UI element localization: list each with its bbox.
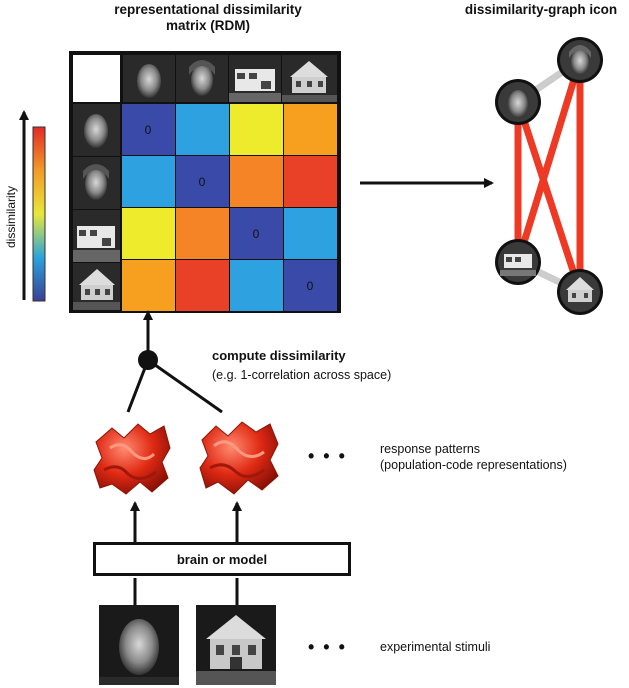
stimulus-house-victorian — [196, 605, 276, 685]
rdm-row-face-male — [73, 104, 120, 156]
rdm-row-house-victorian — [73, 263, 120, 310]
rdm-cell-2-3 — [284, 208, 337, 259]
edge-male-house — [514, 100, 584, 294]
rdm-cell-0-1 — [176, 104, 229, 155]
rdm-cell-3-1 — [176, 260, 229, 311]
rdm-cell-1-3 — [284, 156, 337, 207]
rdm-cell-2-1 — [176, 208, 229, 259]
rdm-corner — [73, 55, 120, 102]
rdm-zero-label: 0 — [307, 279, 314, 293]
rdm-header-building-modern — [229, 55, 281, 102]
response-label-line2: (population-code representations) — [380, 458, 567, 472]
rdm-zero-label: 0 — [145, 123, 152, 137]
rdm-title-line2: matrix (RDM) — [165, 18, 250, 33]
response-pattern-2 — [199, 421, 279, 495]
colorbar-label: dissimilarity — [4, 186, 18, 249]
response-pattern-1 — [93, 423, 171, 495]
response-label: response patterns (population-code repre… — [380, 441, 567, 473]
rdm-row-building-modern — [73, 210, 120, 262]
brain-or-model-box: brain or model — [93, 542, 351, 576]
rdm-matrix: 0 0 0 0 — [69, 51, 341, 313]
rdm-cells: 0 0 0 0 — [122, 104, 337, 311]
rdm-cell-2-0 — [122, 208, 175, 259]
node-house-victorian — [557, 269, 603, 315]
compute-subtitle: (e.g. 1-correlation across space) — [212, 368, 392, 382]
rdm-cell-2-2 — [230, 208, 283, 259]
node-building-modern — [495, 239, 541, 285]
rdm-title-line1: representational dissimilarity — [114, 2, 302, 17]
response-label-line1: response patterns — [380, 442, 481, 456]
rdm-zero-label: 0 — [199, 175, 206, 189]
edge-female-building — [514, 58, 584, 264]
node-face-female — [557, 37, 603, 83]
rdm-cell-1-0 — [122, 156, 175, 207]
rdm-cell-0-0 — [122, 104, 175, 155]
rdm-header-house-victorian — [282, 55, 337, 102]
rdm-zero-label: 0 — [253, 227, 260, 241]
ellipsis-stimuli: • • • — [308, 637, 347, 657]
rdm-cell-1-1 — [176, 156, 229, 207]
rdm-cell-3-2 — [230, 260, 283, 311]
rdm-title: representational dissimilarity matrix (R… — [78, 2, 338, 34]
stimuli-label: experimental stimuli — [380, 640, 491, 654]
stimulus-face-male — [99, 605, 179, 685]
compute-title: compute dissimilarity — [212, 348, 346, 363]
compute-branch-right — [147, 358, 223, 414]
rdm-row-face-female — [73, 157, 120, 209]
rdm-cell-3-3 — [284, 260, 337, 311]
colorbar-gradient — [32, 126, 46, 302]
ellipsis-response: • • • — [308, 446, 347, 466]
rdm-cell-0-2 — [230, 104, 283, 155]
rdm-cell-0-3 — [284, 104, 337, 155]
compute-node — [126, 310, 223, 414]
compute-branch-left — [126, 359, 150, 413]
rdm-cell-3-0 — [122, 260, 175, 311]
graph-title: dissimilarity-graph icon — [464, 2, 618, 17]
node-face-male — [495, 79, 541, 125]
brain-or-model-label: brain or model — [176, 551, 268, 567]
rdm-cell-1-2 — [230, 156, 283, 207]
colorbar — [19, 110, 46, 302]
rdm-header-face-male — [123, 55, 175, 102]
dissimilarity-graph — [495, 37, 603, 315]
rdm-header-face-female — [176, 55, 228, 102]
